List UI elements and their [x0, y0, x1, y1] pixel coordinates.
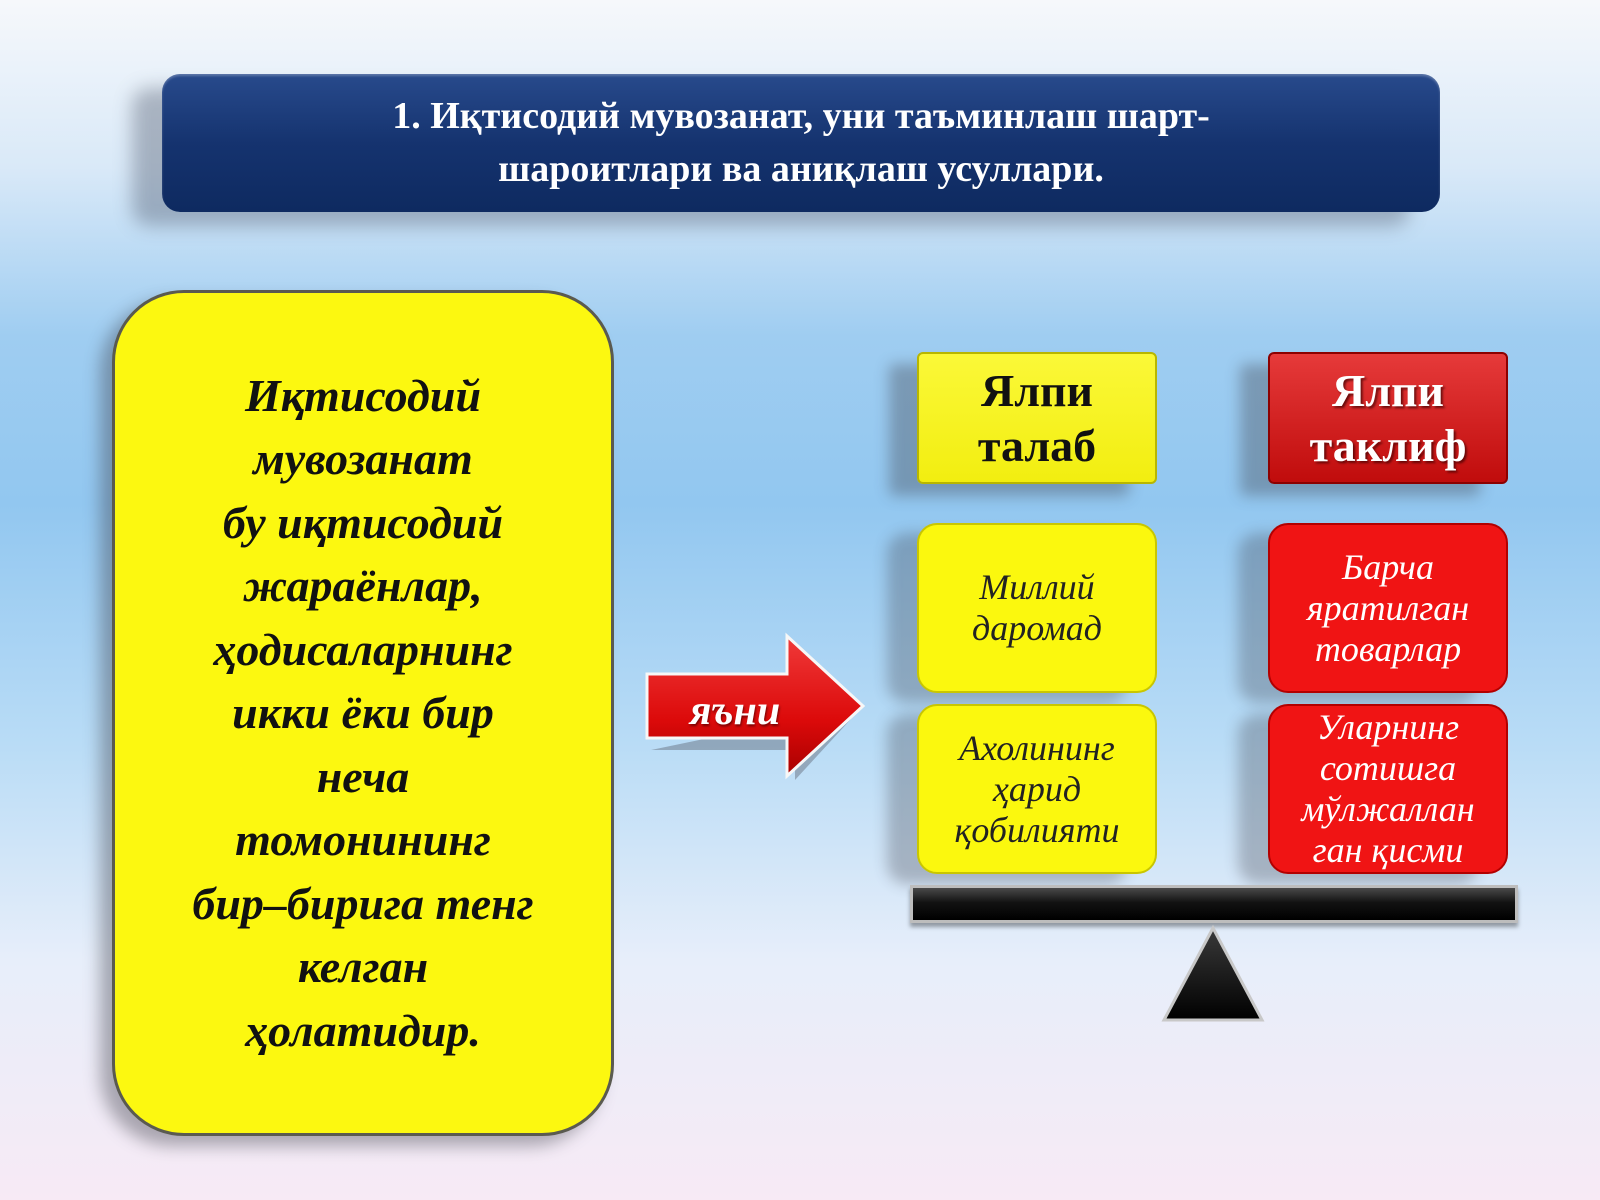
definition-line: Иқтисодий [244, 369, 482, 421]
header-line: таклиф [1309, 420, 1467, 471]
item-line: Ахолининг [959, 727, 1115, 768]
definition-line: бу иқтисодий [222, 496, 504, 548]
definition-line: неча [316, 750, 410, 802]
header-aggregate-supply: Ялпи таклиф [1268, 352, 1508, 484]
demand-item-national-income: Миллий даромад [917, 523, 1157, 693]
title-line-2: шароитлари ва аниқлаш усуллари. [498, 148, 1104, 190]
item-line: яратилган [1306, 587, 1470, 628]
header-line: Ялпи [1331, 365, 1445, 416]
item-line: сотишга [1319, 748, 1457, 788]
scale-pivot-icon [1161, 924, 1265, 1022]
item-line: қобилияти [954, 809, 1120, 850]
item-line: ган қисми [1312, 830, 1464, 870]
definition-line: томонининг [235, 814, 491, 866]
item-line: товарлар [1314, 628, 1462, 669]
header-line: Ялпи [980, 365, 1094, 416]
arrow-label: яъни [689, 688, 781, 734]
scale-beam [910, 885, 1518, 923]
item-line: мўлжаллан [1301, 789, 1475, 829]
definition-line: мувозанат [253, 433, 473, 485]
supply-item-all-goods: Барча яратилган товарлар [1268, 523, 1508, 693]
definition-line: ҳолатидир. [245, 1004, 481, 1056]
definition-line: жараёнлар, [243, 560, 483, 612]
item-line: ҳарид [992, 768, 1082, 809]
header-line: талаб [977, 420, 1097, 471]
item-line: даромад [971, 608, 1103, 648]
supply-item-for-sale: Уларнинг сотишга мўлжаллан ган қисми [1268, 704, 1508, 874]
item-line: Уларнинг [1316, 707, 1460, 747]
definition-line: келган [297, 941, 429, 993]
definition-box: Иқтисодий мувозанат бу иқтисодий жараёнл… [112, 290, 614, 1136]
demand-item-purchasing-power: Ахолининг ҳарид қобилияти [917, 704, 1157, 874]
definition-line: ҳодисаларнинг [213, 623, 513, 675]
item-line: Миллий [979, 567, 1095, 607]
right-arrow-icon [645, 632, 866, 780]
item-line: Барча [1342, 546, 1434, 587]
definition-line: бир–бирига тенг [192, 877, 534, 929]
title-line-1: 1. Иқтисодий мувозанат, уни таъминлаш ша… [392, 95, 1210, 137]
title-banner: 1. Иқтисодий мувозанат, уни таъминлаш ша… [162, 74, 1440, 212]
header-aggregate-demand: Ялпи талаб [917, 352, 1157, 484]
definition-line: икки ёки бир [232, 687, 494, 739]
